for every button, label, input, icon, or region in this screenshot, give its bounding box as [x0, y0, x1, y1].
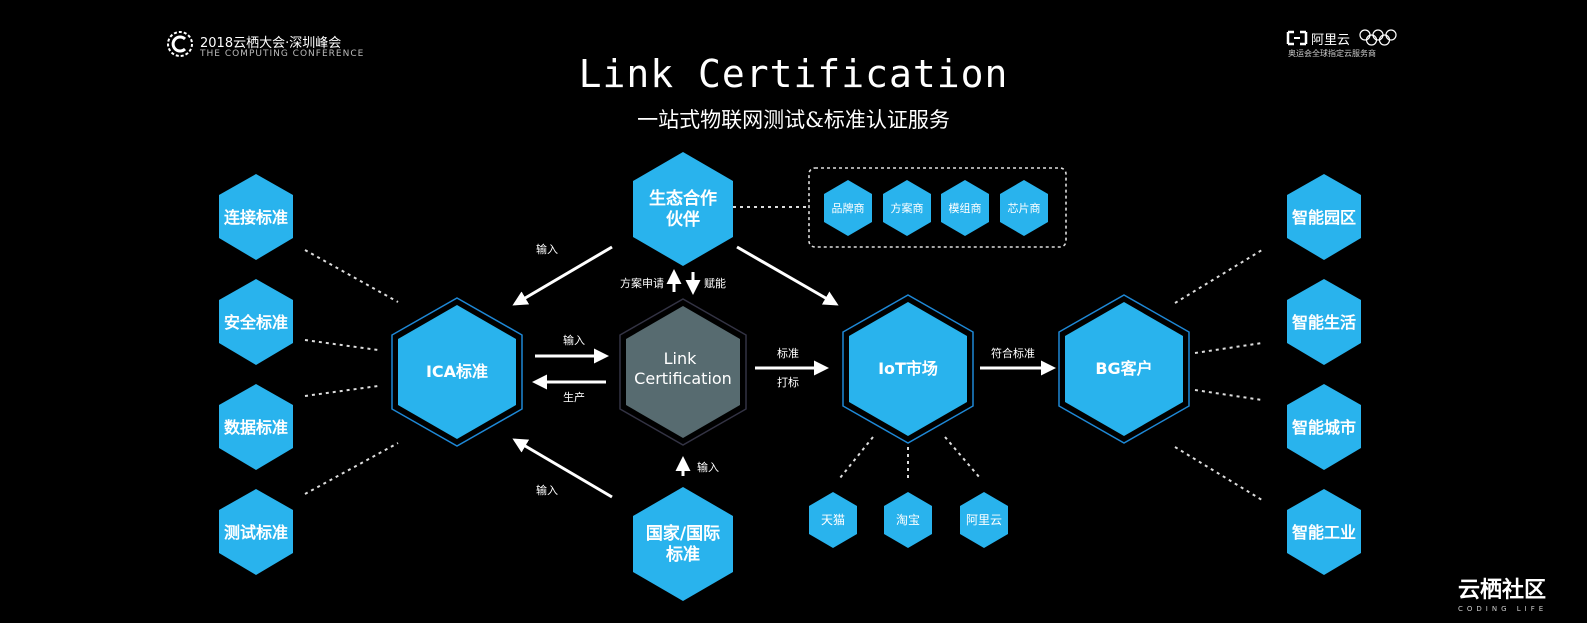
- channel-hex-3: 阿里云: [960, 492, 1008, 548]
- edge-label-center-to-ica: 生产: [563, 390, 585, 404]
- channel-connectors: [839, 436, 981, 479]
- channel-label-3: 阿里云: [966, 513, 1002, 527]
- partner-types: 品牌商 方案商 模组商 芯片商: [824, 180, 1048, 236]
- center-label-line2: Certification: [634, 369, 732, 388]
- channel-label-2: 淘宝: [896, 513, 920, 527]
- conference-logo-icon: [167, 31, 193, 57]
- conference-name: 2018云栖大会·深圳峰会: [200, 36, 342, 51]
- aliyun-icon: [1286, 30, 1308, 46]
- partner-type-label-3: 模组商: [949, 201, 982, 215]
- standards-connectors: [304, 249, 399, 495]
- bg-customer-node: BG客户: [1058, 294, 1190, 444]
- sector-label-3: 智能城市: [1292, 418, 1356, 437]
- sector-label-1: 智能园区: [1292, 208, 1356, 227]
- partner-type-3: 模组商: [941, 180, 989, 236]
- standard-hex-1: 连接标准: [219, 174, 293, 260]
- partner-types-box: [808, 167, 1067, 248]
- ica-node: ICA标准: [391, 297, 523, 447]
- center-label-line1: Link: [664, 349, 698, 368]
- iot-market-node: IoT市场: [842, 294, 974, 444]
- aliyun-tagline: 奥运会全球指定云服务商: [1288, 49, 1376, 58]
- standard-hex-3: 数据标准: [219, 384, 293, 470]
- aliyun-brand: 阿里云: [1311, 33, 1351, 48]
- center-node: Link Certification: [619, 298, 747, 446]
- sector-connectors: [1174, 249, 1263, 501]
- olympic-rings-icon: [1359, 29, 1397, 46]
- standard-label-4: 测试标准: [224, 523, 288, 542]
- standard-hex-2: 安全标准: [219, 279, 293, 365]
- page-subtitle: 一站式物联网测试&标准认证服务: [637, 108, 950, 132]
- channel-hex-1: 天猫: [809, 492, 857, 548]
- sector-hex-3: 智能城市: [1287, 384, 1361, 470]
- edge-label-partner-to-ica: 输入: [536, 242, 558, 256]
- edge-label-partner-to-center: 赋能: [704, 276, 726, 290]
- edge-label-national-to-center: 输入: [697, 460, 719, 474]
- national-label-line1: 国家/国际: [646, 523, 720, 544]
- partner-type-1: 品牌商: [824, 180, 872, 236]
- sector-hex-4: 智能工业: [1287, 489, 1361, 575]
- sector-hex-1: 智能园区: [1287, 174, 1361, 260]
- watermark-title: 云栖社区: [1458, 578, 1547, 603]
- partner-type-label-2: 方案商: [891, 201, 924, 215]
- sector-label-4: 智能工业: [1292, 523, 1356, 542]
- partner-node: 生态合作 伙伴: [633, 152, 733, 266]
- edge-label-iot-to-bg: 符合标准: [991, 346, 1035, 360]
- sectors-column: 智能园区 智能生活 智能城市 智能工业: [1287, 174, 1361, 575]
- bg-label: BG客户: [1095, 359, 1152, 378]
- partner-label-line2: 伙伴: [666, 209, 700, 230]
- flow-arrows: [512, 245, 1056, 499]
- edge-label-center-to-partner: 方案申请: [620, 276, 664, 290]
- partner-type-label-1: 品牌商: [832, 201, 865, 215]
- page-title: Link Certification: [578, 52, 1009, 96]
- standard-label-1: 连接标准: [224, 208, 288, 227]
- community-watermark: 云栖社区 CODING LIFE: [1458, 572, 1547, 613]
- sector-label-2: 智能生活: [1292, 313, 1356, 332]
- ica-label: ICA标准: [426, 362, 488, 381]
- sector-hex-2: 智能生活: [1287, 279, 1361, 365]
- standard-hex-4: 测试标准: [219, 489, 293, 575]
- national-label-line2: 标准: [666, 544, 700, 565]
- partner-label-line1: 生态合作: [649, 188, 717, 209]
- channel-hex-2: 淘宝: [884, 492, 932, 548]
- partner-type-4: 芯片商: [1000, 180, 1048, 236]
- standards-column: 连接标准 安全标准 数据标准 测试标准: [219, 174, 293, 575]
- edge-label-center-to-iot-top: 标准: [777, 346, 799, 360]
- standard-label-3: 数据标准: [224, 418, 288, 437]
- channel-label-1: 天猫: [821, 513, 845, 527]
- partner-type-2: 方案商: [883, 180, 931, 236]
- edge-label-center-to-iot-bottom: 打标: [777, 375, 799, 389]
- iot-channels: 天猫 淘宝 阿里云: [809, 492, 1008, 548]
- edge-label-ica-to-center: 输入: [563, 333, 585, 347]
- iot-label: IoT市场: [878, 359, 938, 378]
- national-standard-node: 国家/国际 标准: [633, 487, 733, 601]
- partner-type-label-4: 芯片商: [1008, 201, 1041, 215]
- watermark-subtitle: CODING LIFE: [1458, 605, 1548, 613]
- edge-label-national-to-ica: 输入: [536, 483, 558, 497]
- conference-name-en: THE COMPUTING CONFERENCE: [200, 49, 365, 59]
- standard-label-2: 安全标准: [224, 313, 288, 332]
